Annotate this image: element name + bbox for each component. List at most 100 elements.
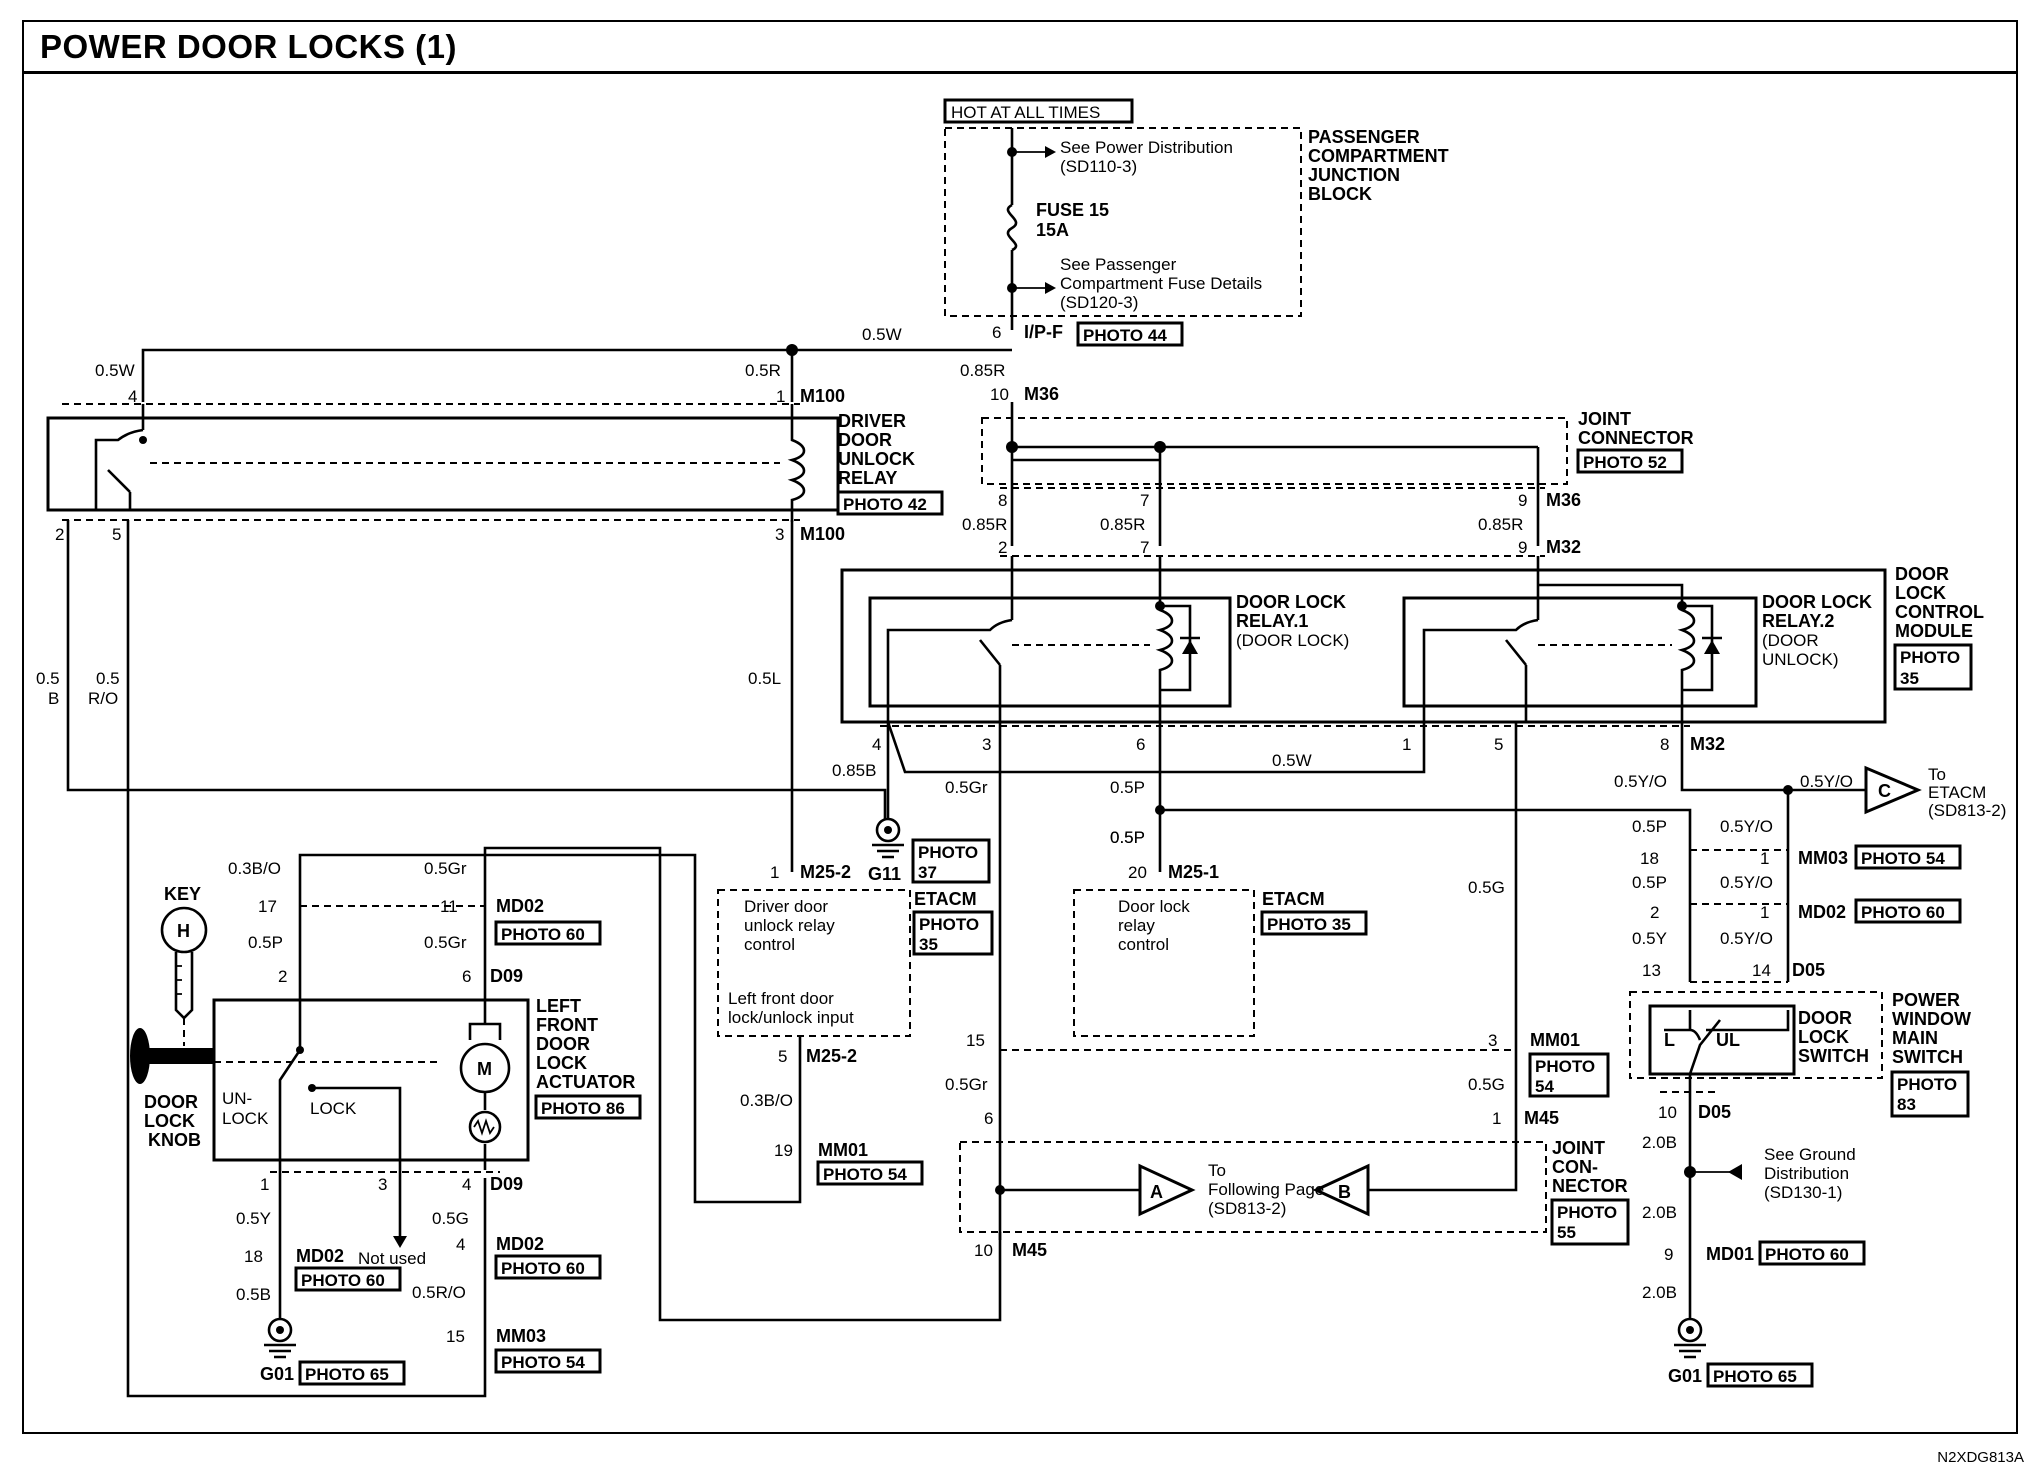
- pin-label: 4: [456, 1235, 465, 1254]
- ground-g11: G11 PHOTO 37: [868, 817, 991, 884]
- photo-54-box: [816, 1160, 924, 1186]
- door-lock-knob-label-2: LOCK: [144, 1111, 195, 1131]
- etacm-m25-2: 1 M25-2 Driver door unlock relay control…: [298, 853, 994, 1204]
- wire-label-0-85r: 0.85R: [962, 515, 1007, 534]
- power-window-label-3: MAIN: [1892, 1028, 1938, 1048]
- photo-55-label: PHOTO: [1557, 1203, 1617, 1222]
- relay-1-label-2: RELAY.1: [1236, 611, 1308, 631]
- wire-label-0-5yo: 0.5Y/O: [1614, 772, 1667, 791]
- ddur-control-2: unlock relay: [744, 916, 835, 935]
- wire-label-0-5w-left: 0.5W: [95, 361, 135, 380]
- fuse-15-symbol: [1006, 203, 1018, 252]
- m36-connector-label-2: M36: [1546, 490, 1581, 510]
- connector-c-icon: [1864, 765, 1922, 815]
- joint-connector-label-2: CONNECTOR: [1578, 428, 1694, 448]
- door-lock-control-module: DOOR LOCK CONTROL MODULE PHOTO 35 DOOR L…: [840, 555, 1984, 754]
- diagram-frame: [22, 20, 2018, 1434]
- see-fuse-details-ref: (SD120-3): [1060, 293, 1138, 312]
- relay-box: [46, 416, 840, 512]
- ptc-thermistor-icon: [468, 1110, 502, 1144]
- joint-connector-outline: [981, 417, 1568, 485]
- actuator-unlock-label-2: LOCK: [222, 1109, 269, 1128]
- wire-0-5ro: [126, 520, 487, 1398]
- document-code: N2XDG813A: [1937, 1449, 2024, 1466]
- photo-37-num: 37: [918, 863, 937, 882]
- wire-label-0-5p: 0.5P: [1632, 817, 1667, 836]
- wire-label-0-5gr: 0.5Gr: [424, 933, 467, 952]
- relay-2-label-4: UNLOCK): [1762, 650, 1839, 669]
- switch-ul-label: UL: [1716, 1030, 1740, 1050]
- wire-label-b: B: [48, 689, 59, 708]
- diode-icon: [1182, 640, 1198, 654]
- module-label-4: MODULE: [1895, 621, 1973, 641]
- photo-52-label: PHOTO 52: [1583, 453, 1667, 472]
- wire-label-0-5y: 0.5Y: [1632, 929, 1667, 948]
- relay-label-3: UNLOCK: [838, 449, 915, 469]
- wire-label-0-5yo: 0.5Y/O: [1720, 929, 1773, 948]
- fuse-15-rating: 15A: [1036, 220, 1069, 240]
- pin-label: 4: [128, 387, 137, 406]
- door-lock-relay-2: [1402, 596, 1758, 708]
- wire-0-5yo: [1680, 722, 1790, 858]
- actuator-label-2: FRONT: [536, 1015, 598, 1035]
- wire-label-0-5g: 0.5G: [432, 1209, 469, 1228]
- ground-symbol-icon: [872, 843, 904, 859]
- ground-icon: [875, 817, 901, 843]
- actuator-label-4: LOCK: [536, 1053, 587, 1073]
- wire-label-2-0b: 2.0B: [1642, 1203, 1677, 1222]
- wire-0-5p-to-switch: [1160, 808, 1692, 858]
- wire-label-0-5w: 0.5W: [1272, 751, 1312, 770]
- ground-icon: [1677, 1317, 1703, 1343]
- relay-1-switch-arm: [978, 639, 1002, 722]
- pin-label: 1: [260, 1175, 269, 1194]
- power-window-main-switch-outline: [1629, 991, 1883, 1079]
- see-power-distribution-ref: (SD110-3): [1060, 157, 1137, 176]
- actuator-feed-wires: [298, 880, 487, 1000]
- ddur-control-1: Driver door: [744, 897, 828, 916]
- photo-37-label: PHOTO: [918, 843, 978, 862]
- m45-wire-b: [1368, 1118, 1518, 1192]
- passenger-compartment-junction-block: HOT AT ALL TIMES PASSENGER COMPARTMENT J…: [943, 98, 1449, 347]
- md02-connector-label-4: MD02: [496, 1234, 544, 1254]
- ground-icon-center: [276, 1326, 284, 1334]
- photo-35-label: PHOTO: [919, 915, 979, 934]
- connector-a-label: A: [1150, 1182, 1163, 1202]
- mm03-connector-label-2: MM03: [496, 1326, 546, 1346]
- junction-block-outline: [944, 127, 1302, 317]
- wire-label-0-85r: 0.85R: [1100, 515, 1145, 534]
- m36-connector-label: M36: [1024, 384, 1059, 404]
- wire-label-0-3bo: 0.3B/O: [228, 859, 281, 878]
- photo-83-label: PHOTO: [1897, 1075, 1957, 1094]
- md02-connector-label-3: MD02: [296, 1246, 344, 1266]
- photo-83-box: [1890, 1070, 1970, 1118]
- relay-1-label-3: (DOOR LOCK): [1236, 631, 1349, 650]
- pin-label: 6: [462, 967, 471, 986]
- m25-1-connector-label: M25-1: [1168, 862, 1219, 882]
- ground-symbol-icon: [264, 1343, 296, 1359]
- photo-35-box: [1893, 643, 1973, 691]
- dlr-control-3: control: [1118, 935, 1169, 954]
- relay-label-1: DRIVER: [838, 411, 906, 431]
- connector-a-icon: [1138, 1163, 1196, 1217]
- photo-60-label: PHOTO 60: [501, 925, 585, 944]
- photo-35-box: [912, 910, 994, 956]
- wire-label-0-85r: 0.85R: [1478, 515, 1523, 534]
- etacm-control-box: [717, 889, 911, 1037]
- photo-35-num: 35: [1900, 669, 1919, 688]
- photo-65-label: PHOTO 65: [1713, 1367, 1797, 1386]
- wire-label-0-85r: 0.85R: [960, 361, 1005, 380]
- pin-label: 6: [992, 323, 1001, 342]
- power-window-switch-branch: 0.5P 0.5Y/O 18 1 MM03 PHOTO 54 0.5P 0.5Y…: [1629, 817, 1971, 1388]
- joint-connector-wires: [1010, 402, 1540, 546]
- connector-b-icon: [1312, 1163, 1370, 1217]
- dlr-control-2: relay: [1118, 916, 1155, 935]
- wire-label-0-5y: 0.5Y: [236, 1209, 271, 1228]
- photo-54-label: PHOTO 54: [823, 1165, 907, 1184]
- module-outline: [840, 568, 1887, 724]
- module-label-3: CONTROL: [1895, 602, 1984, 622]
- wire-label-0-5yo: 0.5Y/O: [1720, 817, 1773, 836]
- etacm-label-2: ETACM: [1262, 889, 1325, 909]
- door-lock-switch-box: [1648, 1004, 1796, 1076]
- relay-1-label-1: DOOR LOCK: [1236, 592, 1346, 612]
- power-window-label-4: SWITCH: [1892, 1047, 1963, 1067]
